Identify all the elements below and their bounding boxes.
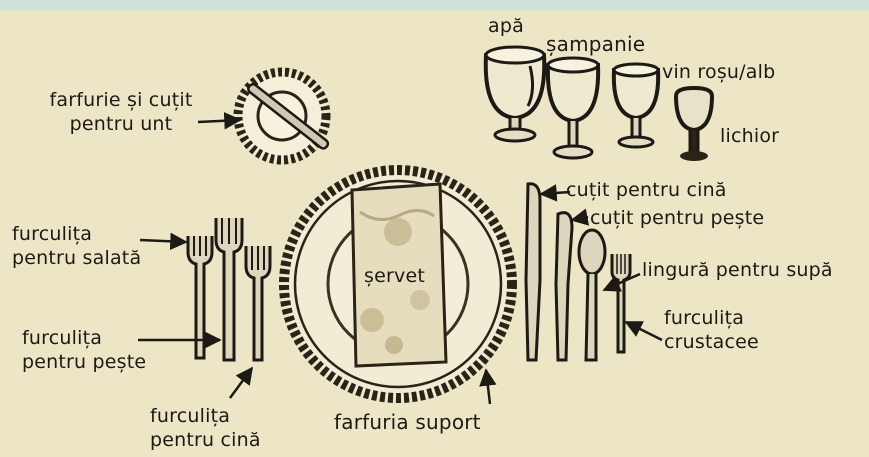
dinner-fork-label: furculița pentru cină (150, 404, 280, 452)
liqueur-label: lichior (720, 124, 779, 148)
soup-spoon-label: lingură pentru supă (642, 258, 833, 282)
wine-glass (614, 64, 658, 147)
dinner-fork (246, 246, 270, 360)
fish-knife-label: cuțit pentru pește (590, 206, 764, 230)
napkin-label: șervet (364, 264, 425, 288)
butter-plate-label: farfurie și cuțit pentru unt (46, 88, 196, 136)
dinner-knife (526, 184, 540, 360)
soup-spoon (579, 230, 605, 360)
water-label: apă (488, 14, 524, 38)
dinner-knife-label: cuțit pentru cină (566, 178, 727, 202)
shellfish-fork (612, 254, 630, 352)
fish-fork-label: furculița pentru pește (22, 326, 152, 374)
salad-fork-label: furculița pentru salată (12, 222, 147, 270)
butter-plate (238, 72, 329, 160)
charger-plate-label: farfuria suport (334, 410, 481, 434)
champagne-glass (548, 58, 598, 158)
champagne-label: șampanie (546, 32, 645, 56)
shellfish-fork-label: furculița crustacee (664, 306, 774, 354)
fish-fork (216, 218, 242, 360)
water-glass (486, 47, 545, 141)
fish-knife (556, 213, 572, 360)
wine-label: vin roșu/alb (662, 60, 775, 84)
liqueur-glass (676, 88, 712, 161)
